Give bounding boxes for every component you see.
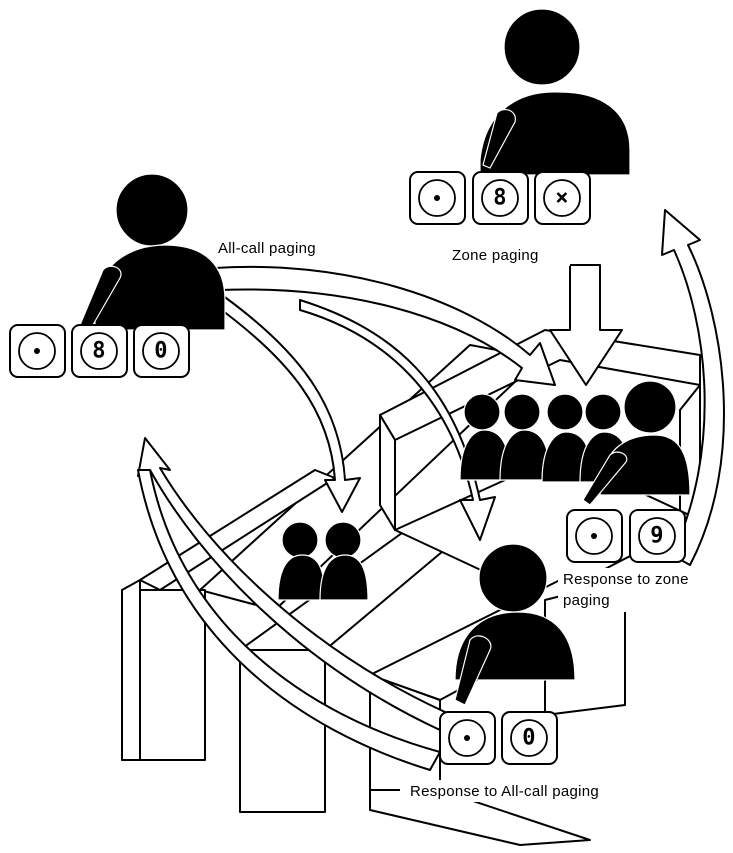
labels: All-call paging Zone paging Response to … — [212, 236, 728, 802]
key-zone-responder-2-glyph: 9 — [650, 524, 664, 549]
label-response-zone-line2: paging — [563, 592, 610, 609]
key-all-call-caller-2-glyph: 8 — [92, 339, 106, 364]
person-all-call-caller — [79, 173, 226, 331]
key-all-call-responder-1 — [439, 711, 496, 765]
paging-arrows — [137, 209, 725, 771]
key-all-call-responder-2-glyph: 0 — [522, 726, 536, 751]
person-zone-responder — [582, 380, 691, 506]
person-all-call-responder — [454, 543, 576, 706]
zone-group — [459, 393, 631, 483]
key-zone-responder-2: 9 — [629, 509, 686, 563]
arrow-all-call-to-floor — [299, 299, 496, 541]
desk-left-front-edge — [121, 579, 141, 761]
people — [79, 8, 691, 706]
key-all-call-caller-3-glyph: 0 — [154, 339, 168, 364]
person-zone-caller — [479, 8, 631, 176]
keypad-all-call-caller: 8 0 — [9, 324, 190, 378]
key-all-call-caller-1 — [9, 324, 66, 378]
key-zone-caller-3: × — [534, 171, 591, 225]
keypad-zone-responder: 9 — [566, 509, 686, 563]
arrow-all-call-to-left-group — [214, 289, 361, 513]
key-zone-caller-2: 8 — [472, 171, 529, 225]
arrow-response-all-call-lower — [137, 469, 441, 771]
key-all-call-responder-2: 0 — [501, 711, 558, 765]
left-group — [277, 521, 369, 601]
key-zone-responder-1 — [566, 509, 623, 563]
key-zone-caller-1 — [409, 171, 466, 225]
arrow-response-zone-up — [661, 209, 725, 566]
key-all-call-caller-3: 0 — [133, 324, 190, 378]
label-zone-paging: Zone paging — [452, 247, 539, 264]
label-all-call-paging: All-call paging — [218, 240, 316, 257]
key-zone-caller-2-glyph: 8 — [493, 186, 507, 211]
arrow-response-all-call — [137, 437, 446, 731]
key-zone-caller-3-glyph: × — [555, 186, 569, 211]
label-response-all-call-paging: Response to All-call paging — [410, 783, 599, 800]
label-response-zone-line1: Response to zone — [563, 571, 689, 588]
arrow-all-call-to-zone-group — [214, 265, 556, 386]
keypad-zone-caller: 8 × — [409, 171, 591, 225]
arrow-zone-paging-down — [549, 264, 623, 386]
keypad-all-call-responder: 0 — [439, 711, 558, 765]
key-all-call-caller-2: 8 — [71, 324, 128, 378]
